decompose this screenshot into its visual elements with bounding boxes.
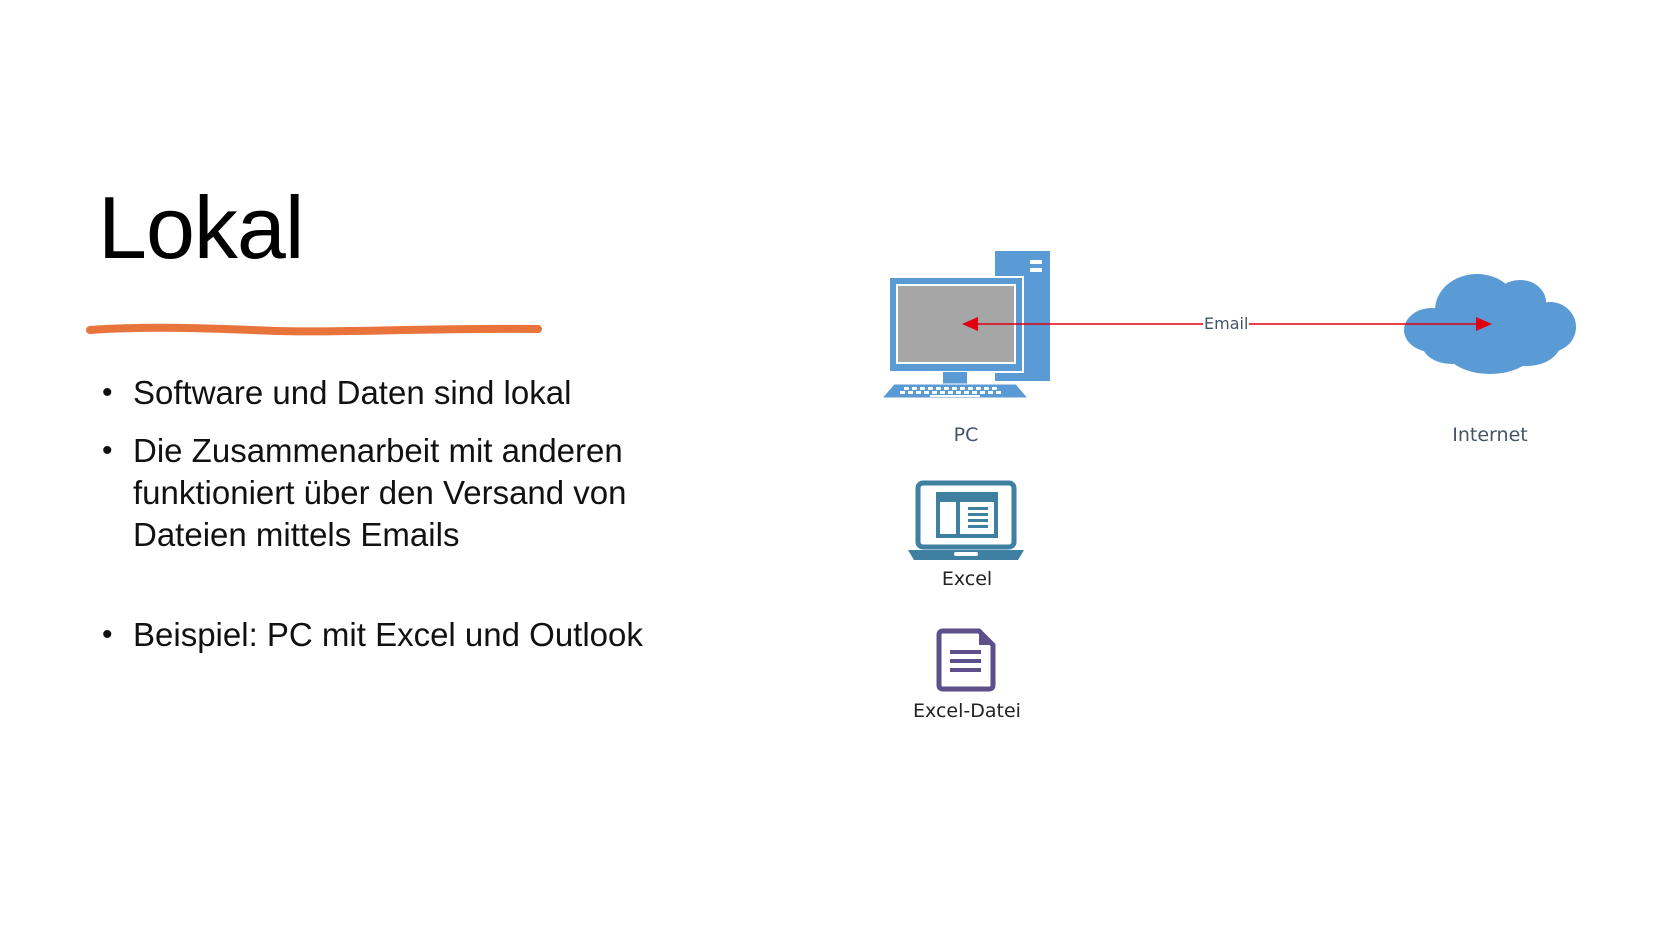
bullet-item: • Software und Daten sind lokal bbox=[100, 372, 740, 414]
slide-title: Lokal bbox=[98, 178, 304, 277]
pc-label: PC bbox=[953, 424, 979, 446]
bullet-text: Software und Daten sind lokal bbox=[133, 374, 572, 411]
bullet-text: Beispiel: PC mit Excel und Outlook bbox=[133, 616, 643, 653]
bullet-glyph: • bbox=[102, 376, 113, 409]
document-icon bbox=[936, 628, 996, 692]
excel-file-label: Excel-Datei bbox=[913, 700, 1021, 722]
bullet-item: • Beispiel: PC mit Excel und Outlook bbox=[100, 614, 740, 656]
bullet-text: Die Zusammenarbeit mit anderen funktioni… bbox=[133, 432, 627, 553]
internet-label: Internet bbox=[1452, 424, 1528, 446]
cloud-icon bbox=[1404, 274, 1576, 374]
bullet-item: • Die Zusammenarbeit mit anderen funktio… bbox=[100, 430, 713, 556]
laptop-app-icon bbox=[908, 480, 1024, 560]
edge-label-email: Email bbox=[1203, 314, 1250, 333]
title-underline bbox=[86, 323, 542, 336]
bullet-list: • Software und Daten sind lokal • Die Zu… bbox=[100, 372, 740, 656]
excel-label: Excel bbox=[941, 568, 993, 590]
bullet-glyph: • bbox=[102, 618, 113, 651]
bullet-glyph: • bbox=[102, 434, 113, 467]
